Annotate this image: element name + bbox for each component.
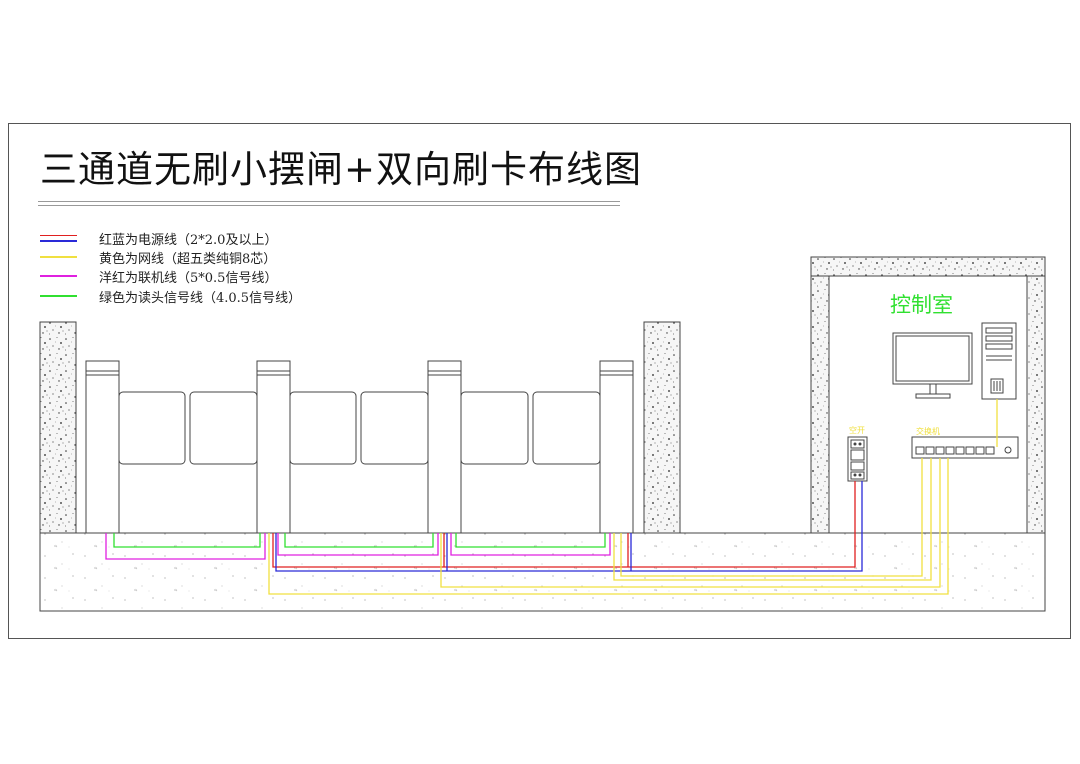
gate-cabinet-4 <box>599 360 634 534</box>
swing-panel <box>118 391 186 465</box>
swing-panel <box>460 391 529 465</box>
legend-power: 红蓝为电源线（2*2.0及以上） <box>40 229 278 248</box>
ground-slab <box>39 532 1046 612</box>
monitor-icon <box>892 332 973 399</box>
breaker-label: 空开 <box>849 425 865 435</box>
legend-yellow-line <box>40 256 77 258</box>
gate-cabinet-1 <box>85 360 120 534</box>
swing-panel <box>360 391 429 465</box>
legend-red-line <box>40 234 77 236</box>
gate-cabinet-3 <box>427 360 462 534</box>
swing-panel <box>189 391 258 465</box>
reader-line-channel-3 <box>455 533 606 548</box>
network-line-gate-3 <box>613 458 932 581</box>
swing-panel <box>289 391 357 465</box>
control-room-roof <box>810 256 1046 277</box>
gate-cabinet-2 <box>256 360 291 534</box>
control-room-left-wall <box>810 275 830 534</box>
pc-tower-icon <box>981 322 1017 400</box>
network-line-gate-1 <box>268 458 949 595</box>
network-line-gate-2 <box>440 458 941 588</box>
reader-line-channel-1 <box>113 533 261 548</box>
legend-blue-line <box>40 240 77 242</box>
breaker-icon <box>847 436 868 482</box>
legend-reader-swatch <box>40 295 77 297</box>
power-positive-line <box>272 481 856 568</box>
legend-network-label: 黄色为网线（超五类纯铜8芯） <box>99 251 277 267</box>
control-room <box>810 256 1046 534</box>
legend-reader: 绿色为读头信号线（4.0.5信号线） <box>40 287 302 306</box>
switch-label: 交换机 <box>916 426 940 436</box>
legend-link-swatch <box>40 275 77 277</box>
drawing-title: 三通道无刷小摆闸+双向刷卡布线图 <box>40 148 643 191</box>
network-line-gate-4 <box>620 458 923 577</box>
swing-panel <box>532 391 601 465</box>
title-underline-double <box>38 205 620 206</box>
link-line-2 <box>277 533 439 556</box>
link-line-1 <box>105 533 266 560</box>
control-room-right-wall <box>1026 275 1046 534</box>
legend-green-line <box>40 295 77 297</box>
title-underline <box>38 201 620 202</box>
legend-network: 黄色为网线（超五类纯铜8芯） <box>40 248 277 267</box>
link-line-3 <box>450 533 611 556</box>
legend-power-swatch <box>40 234 77 242</box>
legend-link: 洋红为联机线（5*0.5信号线） <box>40 267 278 286</box>
left-pillar <box>39 321 77 534</box>
network-switch-icon <box>911 436 1019 459</box>
legend-power-label: 红蓝为电源线（2*2.0及以上） <box>99 232 278 248</box>
legend-magenta-line <box>40 275 77 277</box>
control-room-label: 控制室 <box>890 293 953 317</box>
legend-reader-label: 绿色为读头信号线（4.0.5信号线） <box>99 290 302 306</box>
legend-link-label: 洋红为联机线（5*0.5信号线） <box>99 270 278 286</box>
drawing-frame <box>8 123 1071 639</box>
right-pillar <box>643 321 681 534</box>
legend-network-swatch <box>40 256 77 258</box>
power-negative-line <box>275 481 863 572</box>
reader-line-channel-2 <box>284 533 434 548</box>
